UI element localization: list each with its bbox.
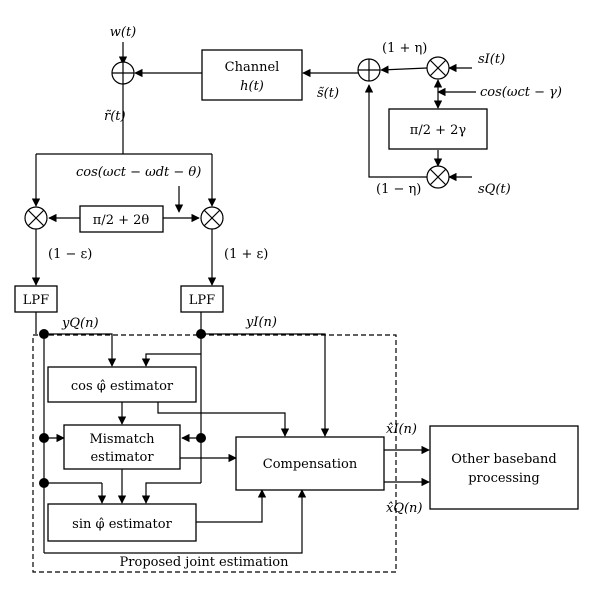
label-gain-minus-eta: (1 − η) [376, 182, 421, 197]
label-tx-carrier: cos(ωct − γ) [480, 85, 562, 100]
multiplier-rx-i [200, 206, 224, 230]
cos-estimator-block: cos φ̂ estimator [47, 366, 197, 403]
label-s-i: sI(t) [478, 52, 505, 67]
svg-text:LPF: LPF [189, 293, 215, 308]
svg-text:Compensation: Compensation [263, 457, 358, 472]
label-gain-plus-eta: (1 + η) [382, 41, 427, 56]
svg-text:Other baseband: Other baseband [451, 452, 557, 467]
wires [31, 42, 476, 554]
svg-text:LPF: LPF [23, 293, 49, 308]
channel-block: Channel h(t) [201, 49, 303, 101]
label-gain-minus-eps: (1 − ε) [48, 247, 92, 262]
rx-phase-block: π/2 + 2θ [79, 205, 164, 233]
svg-text:sin φ̂ estimator: sin φ̂ estimator [72, 517, 172, 532]
svg-text:estimator: estimator [90, 450, 154, 465]
svg-text:Channel: Channel [225, 60, 280, 75]
joint-estimation-region [32, 334, 397, 573]
region-label: Proposed joint estimation [120, 555, 290, 570]
label-y-i: yI(n) [245, 315, 277, 330]
svg-text:processing: processing [468, 471, 540, 486]
multiplier-tx-q [426, 165, 450, 189]
compensation-block: Compensation [235, 436, 385, 491]
svg-text:π/2 + 2θ: π/2 + 2θ [93, 213, 150, 228]
baseband-block: Other baseband processing [429, 425, 579, 510]
junction-dots [39, 329, 206, 488]
multiplier-rx-q [24, 206, 48, 230]
mismatch-estimator-block: Mismatch estimator [63, 424, 181, 470]
label-received: r̃(t) [104, 109, 126, 124]
svg-text:h(t): h(t) [240, 79, 264, 94]
lpf-q-block: LPF [14, 285, 58, 313]
label-transmitted: s̃(t) [317, 86, 339, 101]
sin-estimator-block: sin φ̂ estimator [47, 503, 197, 542]
label-x-q-hat: x̂Q(n) [386, 501, 423, 516]
label-gain-plus-eps: (1 + ε) [224, 247, 268, 262]
lpf-i-block: LPF [180, 285, 224, 313]
svg-text:π/2 + 2γ: π/2 + 2γ [410, 123, 467, 138]
label-rx-carrier: cos(ωct − ωdt − θ) [76, 165, 201, 180]
label-s-q: sQ(t) [478, 182, 511, 197]
label-noise: w(t) [110, 25, 137, 40]
label-x-i-hat: x̂I(n) [386, 422, 417, 437]
svg-text:Mismatch: Mismatch [89, 432, 155, 447]
label-y-q: yQ(n) [61, 316, 99, 331]
tx-phase-block: π/2 + 2γ [388, 108, 488, 150]
adder-rx [111, 61, 135, 85]
svg-text:cos φ̂ estimator: cos φ̂ estimator [71, 379, 174, 394]
adder-tx [357, 58, 381, 82]
multiplier-tx-i [426, 56, 450, 80]
